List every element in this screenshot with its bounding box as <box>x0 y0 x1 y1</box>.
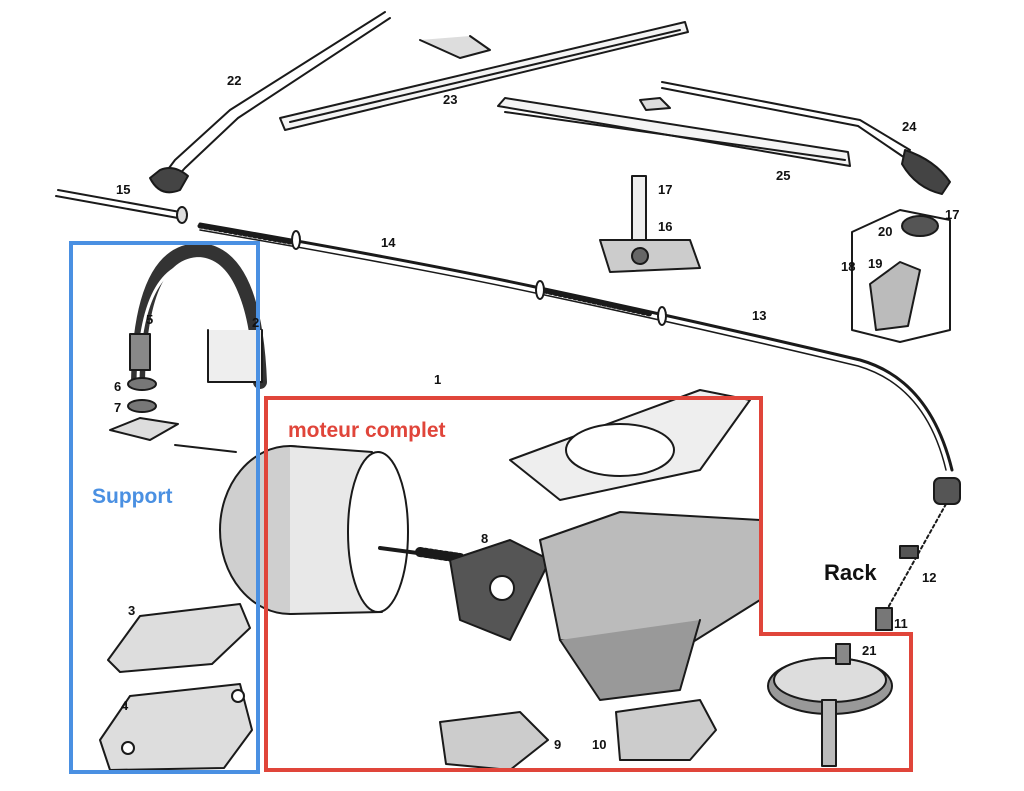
part-number-14: 14 <box>381 235 396 250</box>
wiper-blade-center <box>279 21 689 131</box>
wiper-arm-left <box>149 11 391 194</box>
part-number-12: 12 <box>922 570 937 585</box>
part-number-7: 7 <box>114 400 122 415</box>
shaft-rod <box>55 189 188 224</box>
part-number-25: 25 <box>776 168 791 183</box>
part-number-10: 10 <box>592 737 607 752</box>
part-number-1: 1 <box>434 372 442 387</box>
motor-highlight-box <box>264 396 913 772</box>
part-number-3: 3 <box>128 603 136 618</box>
support-annotation: Support <box>92 485 173 508</box>
part-number-11: 11 <box>894 616 908 631</box>
part-number-8: 8 <box>481 531 489 546</box>
limit-switch-10 <box>615 699 717 761</box>
wiper-arm-right <box>661 81 951 195</box>
part-number-17-side: 17 <box>945 207 960 222</box>
support-highlight-box <box>69 241 260 774</box>
wheelbox <box>599 175 701 273</box>
mounting-pad-4 <box>99 683 253 771</box>
part-number-9: 9 <box>554 737 562 752</box>
rack-annotation: Rack <box>824 560 877 585</box>
grommet-box <box>851 209 951 343</box>
part-number-17-top: 17 <box>658 182 673 197</box>
part-number-22: 22 <box>227 73 242 88</box>
drive-cable-rack <box>197 222 961 631</box>
part-number-24: 24 <box>902 119 917 134</box>
part-number-21: 21 <box>862 643 877 658</box>
brush-plate <box>449 539 551 641</box>
wiper-blade-right <box>497 97 851 167</box>
part-number-23: 23 <box>443 92 458 107</box>
limit-switch-9 <box>439 711 549 771</box>
final-drive-gear <box>767 643 893 767</box>
mounting-pad-3 <box>107 603 251 673</box>
part-number-18: 18 <box>841 259 856 274</box>
part-number-6: 6 <box>114 379 122 394</box>
gearbox-cover <box>509 389 751 501</box>
gearbox-body <box>539 511 761 701</box>
bolt-and-washers <box>127 333 157 413</box>
part-number-5: 5 <box>146 312 154 327</box>
u-clamp-bracket <box>109 243 267 441</box>
part-number-19: 19 <box>868 256 883 271</box>
part-number-16: 16 <box>658 219 673 234</box>
motor-annotation: moteur complet <box>288 419 446 442</box>
part-number-4: 4 <box>121 698 129 713</box>
motor-yoke <box>174 444 472 615</box>
part-number-20: 20 <box>878 224 893 239</box>
part-number-13: 13 <box>752 308 767 323</box>
part-number-15: 15 <box>116 182 131 197</box>
part-number-2: 2 <box>252 315 260 330</box>
